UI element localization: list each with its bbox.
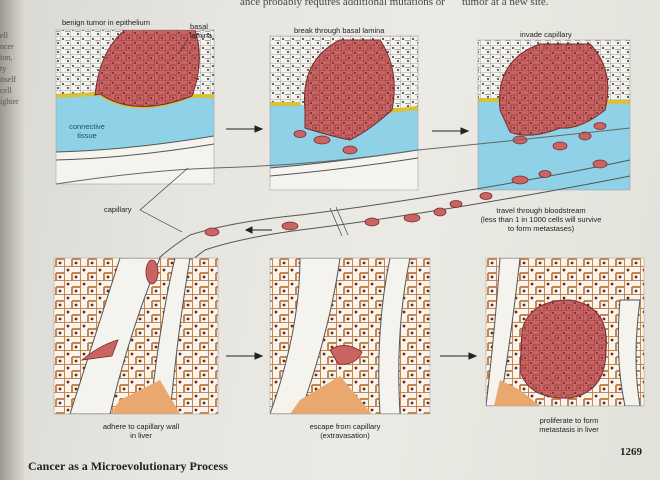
label-adhere: adhere to capillary wall in liver <box>102 422 180 440</box>
label-travel: travel through bloodstream (less than 1 … <box>480 206 602 233</box>
label-break-through: break through basal lamina <box>294 26 385 35</box>
panel-invade-capillary <box>478 40 630 190</box>
book-spine-shadow <box>0 0 24 480</box>
label-benign-tumor: benign tumor in epithelium <box>62 18 150 27</box>
margin-text-line: ell <box>0 31 8 40</box>
page-header-text-right: tumor at a new site. <box>462 0 549 8</box>
arrow-right-icon <box>226 125 264 133</box>
margin-text-line: cell <box>0 86 12 95</box>
margin-text-line: ion, <box>0 53 13 62</box>
arrow-right-icon <box>432 127 470 135</box>
arrow-right-icon <box>226 352 264 360</box>
panel-adhere <box>54 258 218 414</box>
page-header-text: ance probably requires additional mutati… <box>240 0 445 8</box>
label-escape: escape from capillary (extravasation) <box>309 422 381 440</box>
arrow-right-icon <box>440 352 478 360</box>
circulating-tumor-cells <box>204 159 608 237</box>
panel-break-through <box>270 36 418 190</box>
margin-text-line: ncer <box>0 42 14 51</box>
panel-proliferate <box>486 258 644 406</box>
flow-arrow-icon <box>244 226 272 234</box>
label-capillary: capillary <box>104 205 132 214</box>
label-invade-capillary: invade capillary <box>520 30 572 39</box>
margin-text-line: ty itself <box>0 64 16 84</box>
margin-text-line: ighter <box>0 97 19 106</box>
chapter-section-title: Cancer as a Microevolutionary Process <box>28 459 228 473</box>
label-proliferate: proliferate to form metastasis in liver <box>539 416 599 434</box>
page-number: 1269 <box>620 446 642 458</box>
label-connective-tissue: connective tissue <box>69 122 105 140</box>
panel-escape <box>270 258 430 414</box>
left-margin-text: ell ncer ion, ty itself cell ighter <box>0 30 22 107</box>
label-basal-lamina: basal lamina <box>190 22 213 40</box>
panel-benign-tumor <box>56 30 214 184</box>
